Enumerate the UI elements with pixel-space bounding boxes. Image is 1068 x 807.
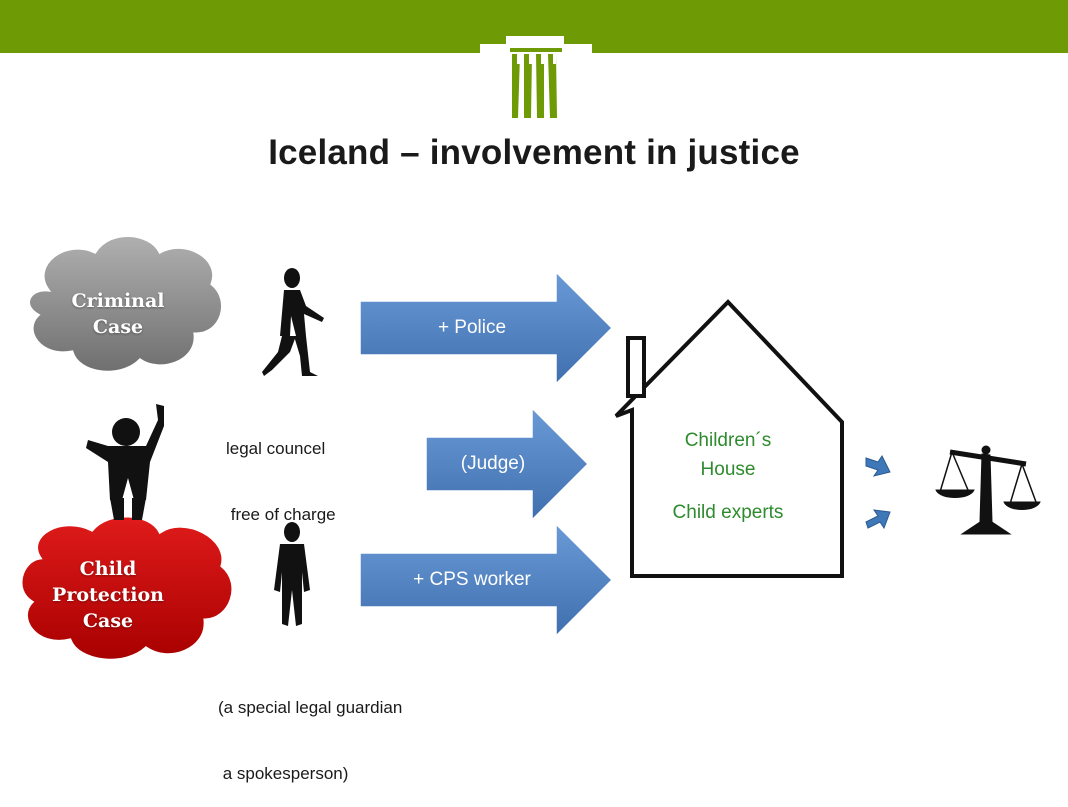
- arrow-judge: [425, 406, 590, 522]
- guardian-label: (a special legal guardian a spokesperson…: [218, 653, 402, 807]
- child-protection-line-3: Case: [82, 610, 134, 632]
- legal-council-label: legal councel free of charge: [226, 394, 336, 548]
- small-arrow-icon: [865, 455, 891, 530]
- cps-worker-label: + CPS worker: [413, 569, 531, 590]
- judge-label: (Judge): [460, 453, 526, 474]
- childrens-house-icon: [614, 299, 844, 578]
- child-icon: [86, 404, 164, 520]
- child-protection-cloud: [19, 514, 235, 662]
- childrens-house-label: Children´s House: [644, 426, 812, 484]
- arrow-cps: [359, 522, 614, 638]
- criminal-case-label: Criminal Case: [48, 288, 188, 340]
- pillar-logo-icon: [480, 36, 592, 118]
- scales-of-justice-icon: [935, 445, 1041, 535]
- childrens-house-line-2: House: [700, 459, 756, 480]
- criminal-case-cloud: [27, 234, 224, 374]
- criminal-case-line-1: Criminal: [71, 290, 165, 312]
- legal-council-line-2: free of charge: [226, 505, 336, 524]
- guardian-line-1: (a special legal guardian: [218, 698, 403, 717]
- standing-man-icon: [274, 522, 310, 626]
- legal-council-line-1: legal councel: [226, 439, 326, 458]
- arrow-police: [359, 270, 614, 386]
- child-protection-line-2: Protection: [52, 584, 164, 606]
- child-protection-line-1: Child: [79, 558, 137, 580]
- child-experts-label: Child experts: [672, 502, 784, 523]
- child-protection-case-label: Child Protection Case: [40, 556, 176, 634]
- guardian-line-2: a spokesperson): [218, 764, 349, 783]
- police-label: + Police: [437, 317, 507, 338]
- childrens-house-line-1: Children´s: [684, 430, 772, 451]
- page-title: Iceland – involvement in justice: [268, 133, 800, 172]
- criminal-case-line-2: Case: [92, 316, 144, 338]
- walking-woman-icon: [262, 268, 324, 376]
